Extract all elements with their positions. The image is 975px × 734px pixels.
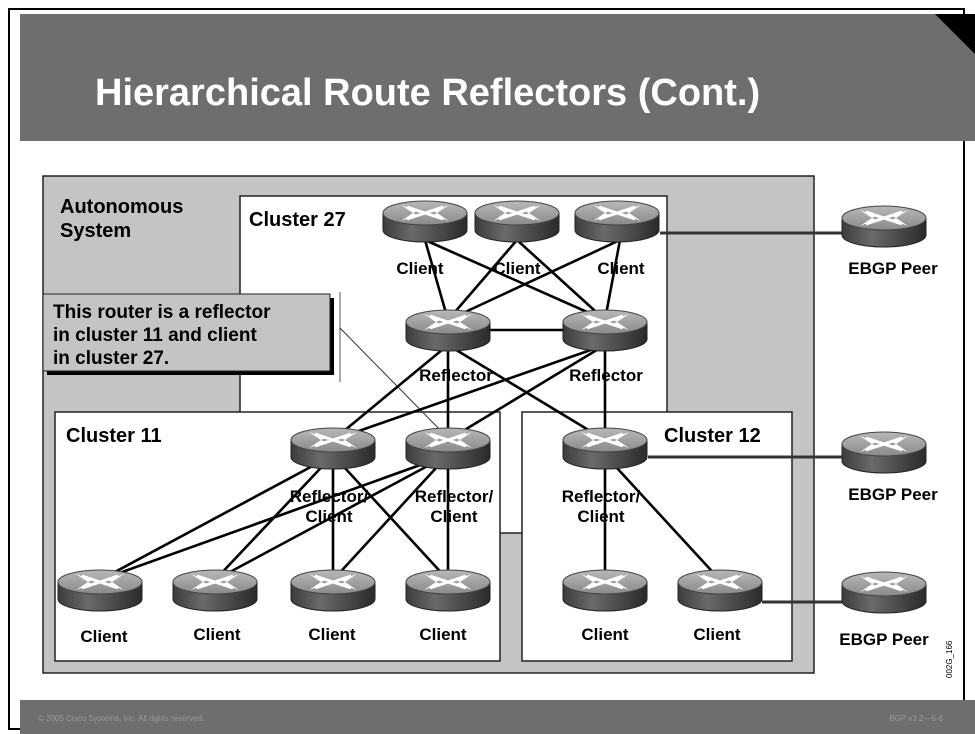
router-c27-client-3 bbox=[573, 199, 661, 244]
router-ebgp-peer-2 bbox=[840, 430, 928, 475]
cluster-12-label: Cluster 12 bbox=[664, 425, 761, 447]
cluster-27-label: Cluster 27 bbox=[249, 209, 346, 231]
ebgp-links bbox=[648, 231, 845, 604]
router-c27-reflector-2 bbox=[561, 308, 649, 353]
figure-id: 002G_166 bbox=[945, 640, 954, 678]
reflector-2-label: Reflector bbox=[569, 366, 643, 385]
router-c11-client-4 bbox=[404, 568, 492, 613]
copyright-text: © 2005 Cisco Systems, Inc. All rights re… bbox=[38, 714, 205, 723]
router-c12-reflector-client bbox=[561, 426, 649, 471]
c11-rc-2-label-line1: Reflector/ bbox=[415, 487, 494, 506]
router-c11-reflector-client-1 bbox=[289, 426, 377, 471]
c11-rc-2-label-line2: Client bbox=[430, 507, 478, 526]
course-code: BGP v3.2—6-8 bbox=[889, 714, 943, 723]
c11-client-2-label: Client bbox=[193, 625, 241, 644]
c27-client-1-label: Client bbox=[396, 259, 444, 278]
c11-client-4-label: Client bbox=[419, 625, 467, 644]
callout-line1: This router is a reflector bbox=[53, 302, 271, 323]
c11-rc-1-label-line1: Reflector/ bbox=[290, 487, 369, 506]
router-c12-client-2 bbox=[676, 568, 764, 613]
ebgp-peer-3-label: EBGP Peer bbox=[839, 630, 929, 649]
router-c11-client-1 bbox=[56, 568, 144, 613]
cluster-11-label: Cluster 11 bbox=[66, 425, 162, 447]
c11-client-1-label: Client bbox=[80, 627, 128, 646]
router-ebgp-peer-3 bbox=[840, 570, 928, 615]
c11-client-3-label: Client bbox=[308, 625, 356, 644]
router-c27-reflector-1 bbox=[404, 308, 492, 353]
router-c11-reflector-client-2 bbox=[404, 426, 492, 471]
c27-client-3-label: Client bbox=[597, 259, 645, 278]
c12-rc-label-line2: Client bbox=[577, 507, 625, 526]
c12-client-1-label: Client bbox=[581, 625, 629, 644]
title-bar bbox=[20, 14, 975, 141]
router-c11-client-3 bbox=[289, 568, 377, 613]
callout-pointer bbox=[339, 327, 449, 439]
router-c27-client-2 bbox=[473, 199, 561, 244]
as-label-line2: System bbox=[60, 220, 131, 242]
router-c11-client-2 bbox=[171, 568, 259, 613]
c11-rc-1-label-line2: Client bbox=[305, 507, 353, 526]
as-label-line1: Autonomous bbox=[60, 196, 183, 218]
ebgp-peer-2-label: EBGP Peer bbox=[848, 485, 938, 504]
router-ebgp-peer-1 bbox=[840, 204, 928, 249]
c27-client-2-label: Client bbox=[493, 259, 541, 278]
corner-fold bbox=[935, 14, 975, 54]
router-c27-client-1 bbox=[381, 199, 469, 244]
slide-title: Hierarchical Route Reflectors (Cont.) bbox=[95, 72, 761, 114]
reflector-1-label: Reflector bbox=[419, 366, 493, 385]
footer-bar bbox=[20, 700, 975, 734]
callout-box bbox=[42, 293, 331, 372]
router-c12-client-1 bbox=[561, 568, 649, 613]
callout-line2: in cluster 11 and client bbox=[53, 325, 257, 346]
ebgp-peer-1-label: EBGP Peer bbox=[848, 259, 938, 278]
callout-line3: in cluster 27. bbox=[53, 348, 169, 369]
links bbox=[99, 238, 721, 582]
c12-client-2-label: Client bbox=[693, 625, 741, 644]
c12-rc-label-line1: Reflector/ bbox=[562, 487, 641, 506]
